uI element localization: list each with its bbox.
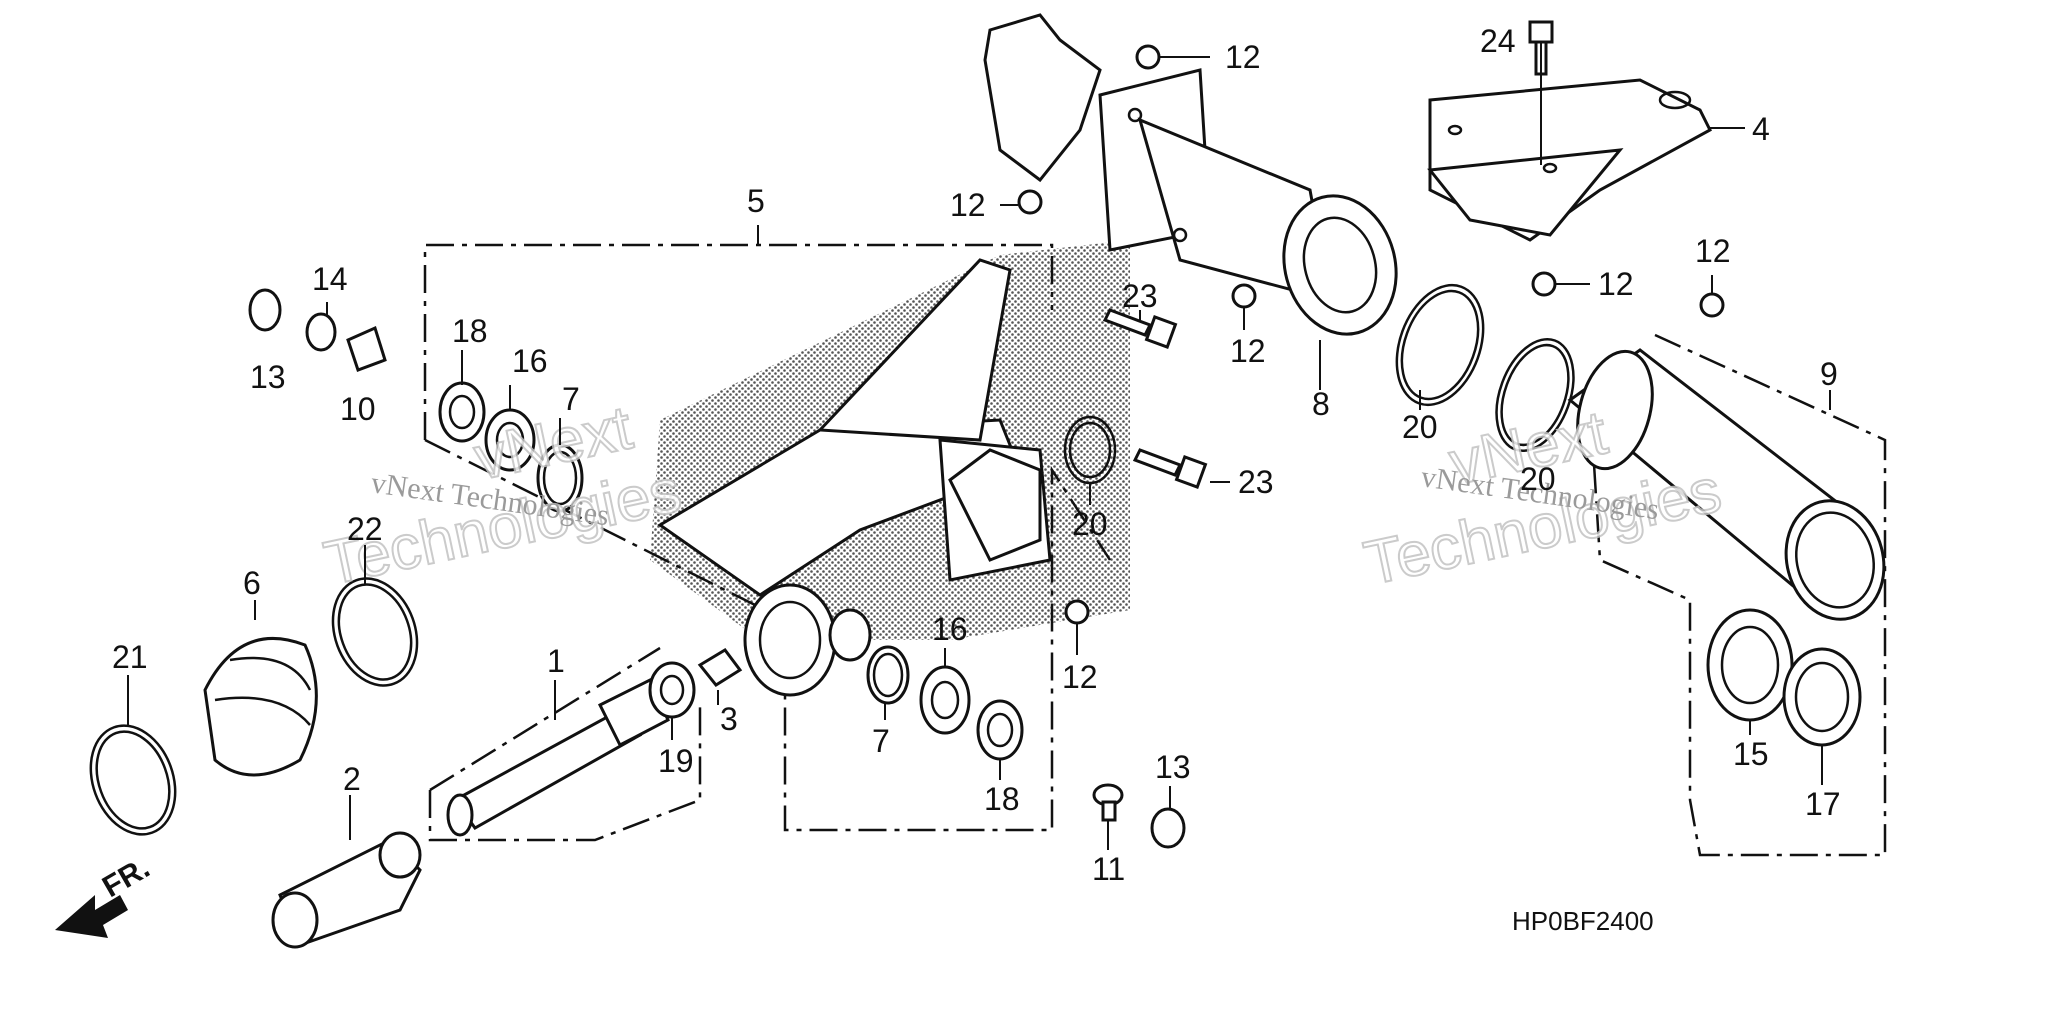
callout-13: 13 bbox=[250, 359, 286, 395]
callout-4: 4 bbox=[1752, 111, 1770, 147]
leader-lines bbox=[127, 42, 1831, 850]
spring-3 bbox=[697, 648, 743, 687]
callout-12: 12 bbox=[1230, 333, 1266, 369]
callout-10: 10 bbox=[340, 391, 376, 427]
front-arrow-icon: FR. bbox=[55, 851, 155, 938]
bearing-19 bbox=[648, 661, 696, 719]
nut-13-lower bbox=[1150, 807, 1186, 849]
callout-1: 1 bbox=[547, 643, 565, 679]
callout-7: 7 bbox=[872, 723, 890, 759]
callout-21: 21 bbox=[112, 639, 148, 675]
callout-23: 23 bbox=[1122, 278, 1158, 314]
bearing-15 bbox=[1706, 608, 1794, 722]
callout-20: 20 bbox=[1402, 409, 1438, 445]
assembly-group-outlines bbox=[423, 243, 1887, 857]
callouts: 12 12 12 12 12 12 24 4 5 23 23 8 20 20 2… bbox=[112, 23, 1841, 887]
callout-12: 12 bbox=[950, 187, 986, 223]
callout-23: 23 bbox=[1238, 464, 1274, 500]
callout-16: 16 bbox=[932, 611, 968, 647]
nuts-12 bbox=[1017, 44, 1725, 625]
callout-24: 24 bbox=[1480, 23, 1516, 59]
diagram-code: HP0BF2400 bbox=[1512, 906, 1654, 936]
callout-20: 20 bbox=[1520, 461, 1556, 497]
callout-6: 6 bbox=[243, 565, 261, 601]
callout-7: 7 bbox=[562, 381, 580, 417]
callout-18: 18 bbox=[984, 781, 1020, 817]
callout-15: 15 bbox=[1733, 736, 1769, 772]
swingarm bbox=[657, 258, 1052, 697]
callout-16: 16 bbox=[512, 343, 548, 379]
front-label: FR. bbox=[97, 851, 155, 904]
callout-19: 19 bbox=[658, 743, 694, 779]
clamp-21 bbox=[89, 724, 177, 836]
callout-22: 22 bbox=[347, 511, 383, 547]
callout-20: 20 bbox=[1072, 506, 1108, 542]
left-small-parts bbox=[248, 288, 387, 372]
callout-8: 8 bbox=[1312, 386, 1330, 422]
seal-bearing-set-upper bbox=[438, 381, 584, 513]
callout-12: 12 bbox=[1695, 233, 1731, 269]
callout-13: 13 bbox=[1155, 749, 1191, 785]
callout-9: 9 bbox=[1820, 356, 1838, 392]
bolts-23 bbox=[1102, 308, 1208, 489]
callout-5: 5 bbox=[747, 183, 765, 219]
universal-joint-2 bbox=[271, 831, 422, 949]
rear-axle-housing bbox=[983, 13, 1398, 336]
callout-18: 18 bbox=[452, 313, 488, 349]
callout-12: 12 bbox=[1225, 39, 1261, 75]
axle-tube-right bbox=[1567, 348, 1886, 621]
callout-3: 3 bbox=[720, 701, 738, 737]
callout-14: 14 bbox=[312, 261, 348, 297]
callout-12: 12 bbox=[1062, 659, 1098, 695]
bracket-plate bbox=[1427, 78, 1712, 242]
callout-11: 11 bbox=[1092, 851, 1125, 887]
clamp-22 bbox=[331, 577, 419, 687]
callout-17: 17 bbox=[1805, 786, 1841, 822]
bolt-11 bbox=[1092, 783, 1124, 822]
boot-6 bbox=[203, 636, 318, 777]
seal-17 bbox=[1782, 647, 1862, 747]
callout-2: 2 bbox=[343, 761, 361, 797]
callout-12: 12 bbox=[1598, 266, 1634, 302]
